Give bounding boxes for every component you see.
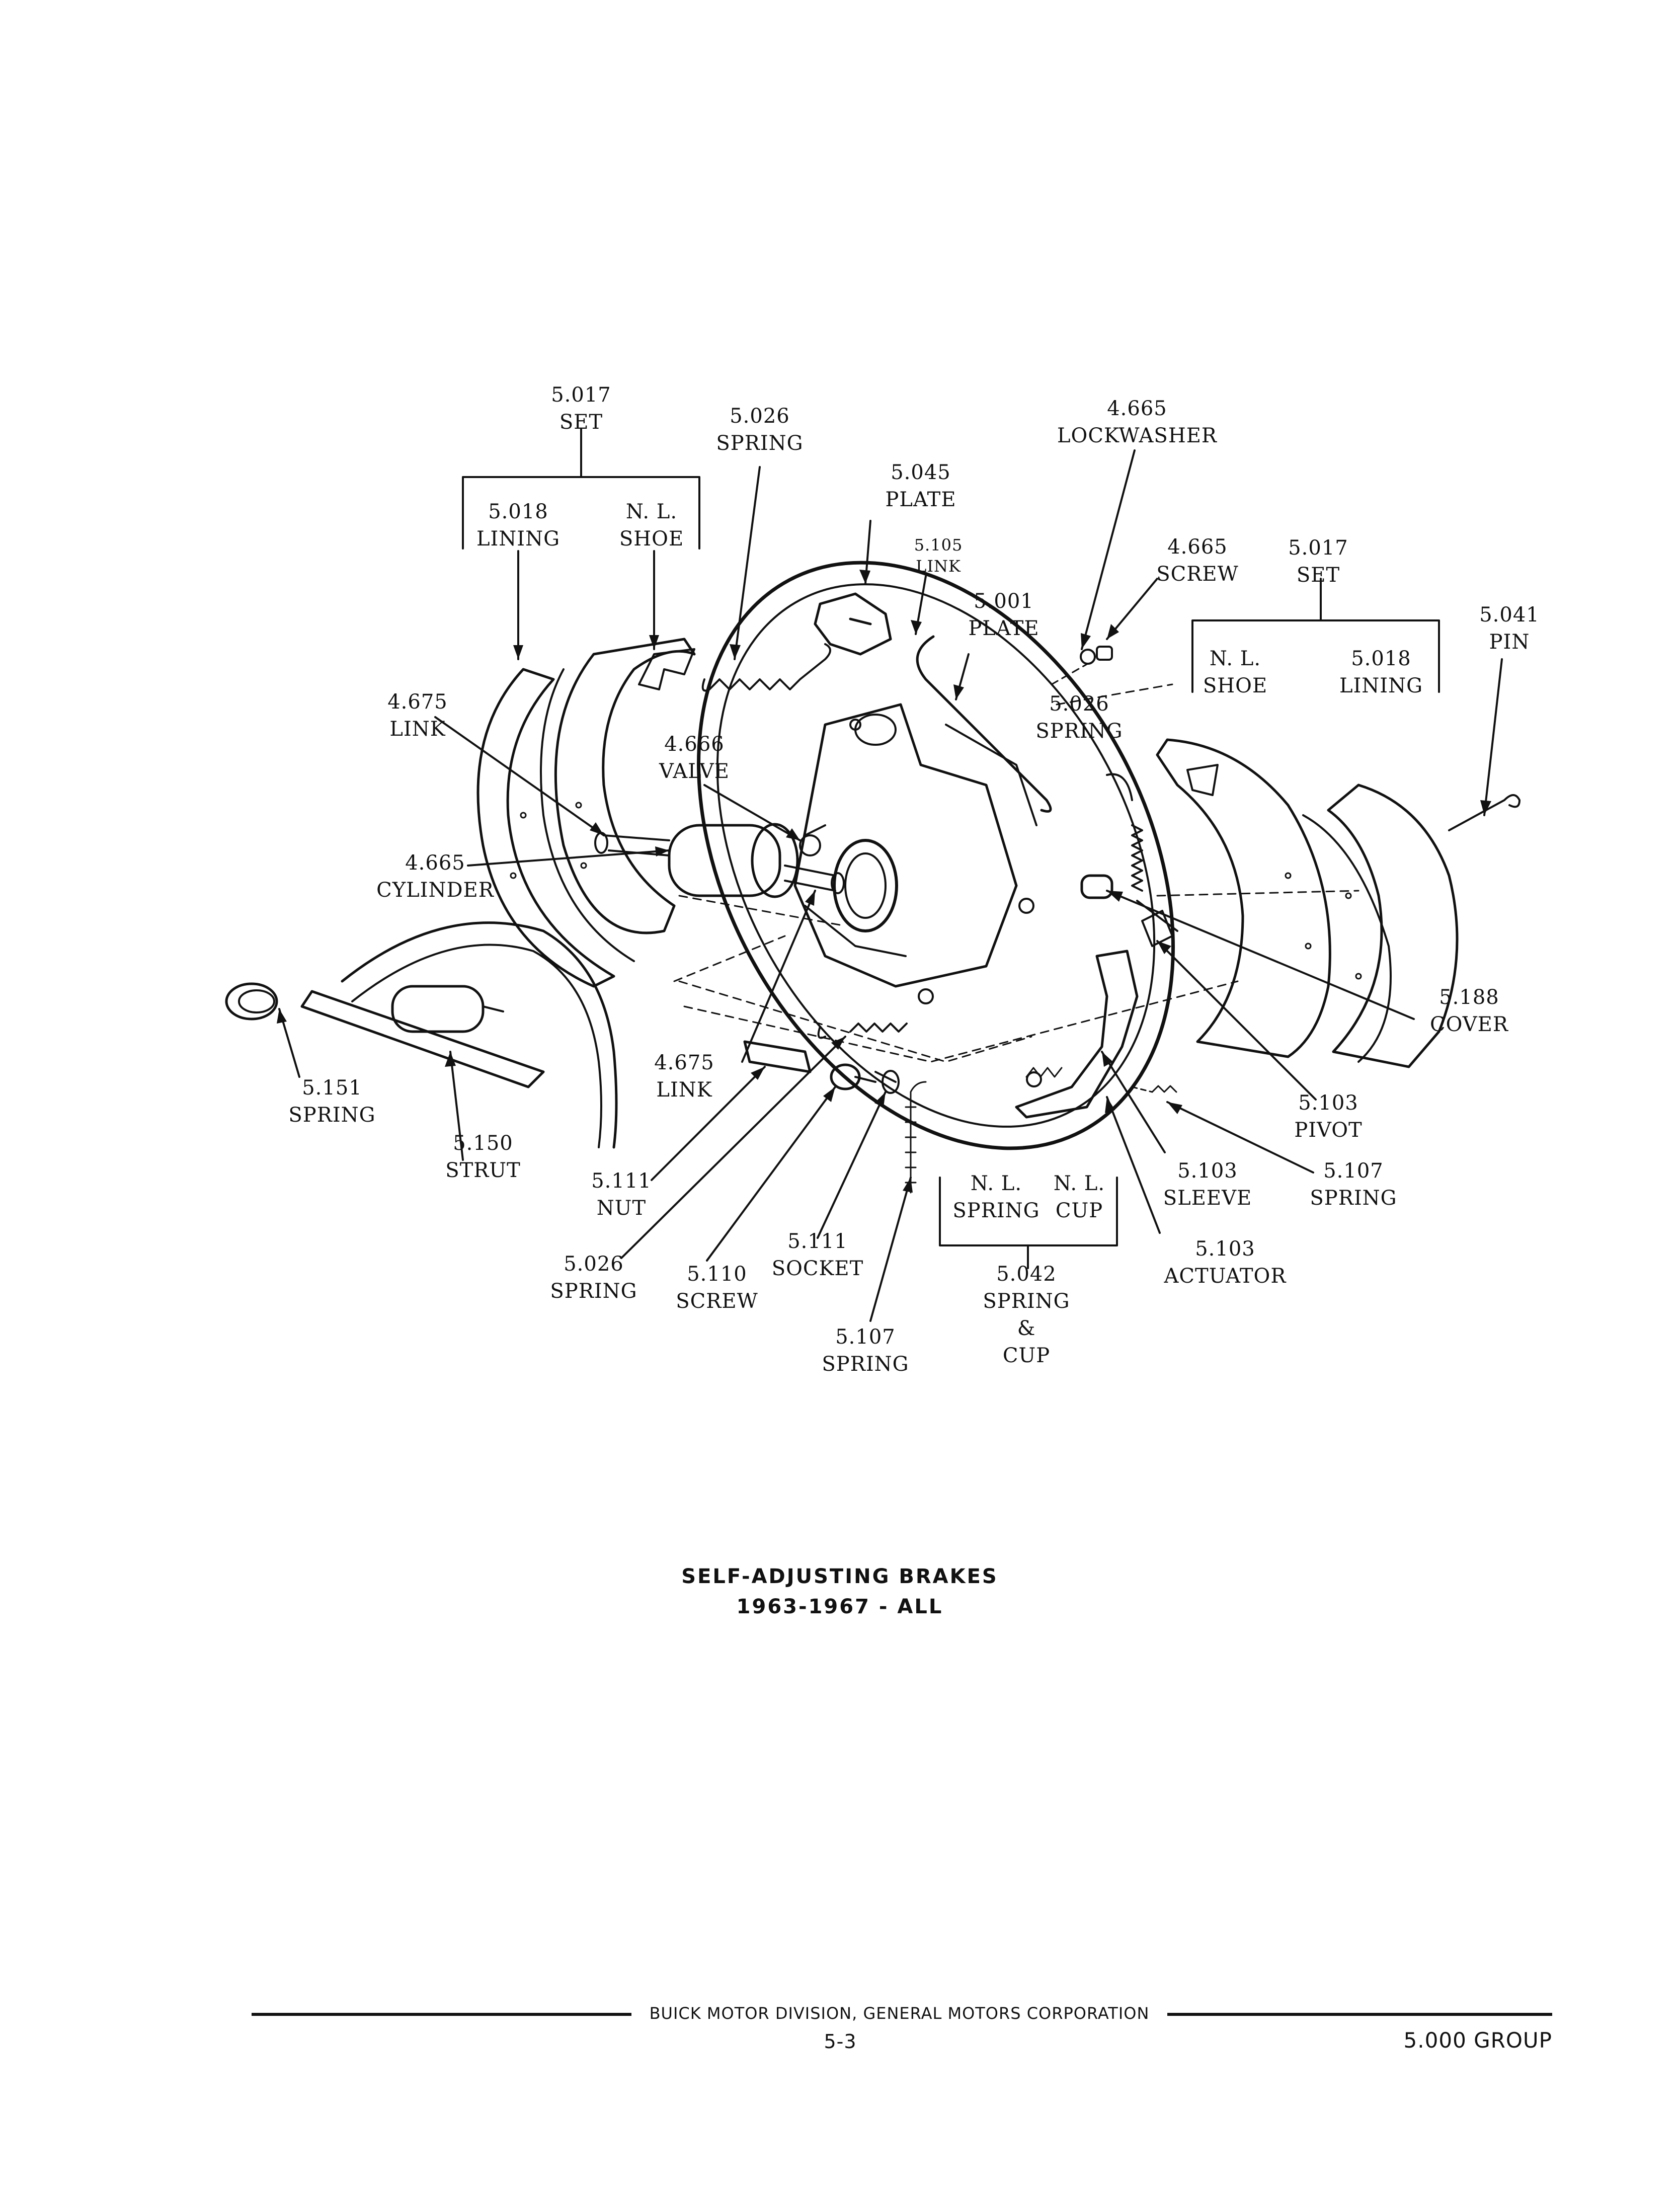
dashed-guide-lines: [673, 683, 1359, 1063]
top-spring-drawing: [701, 643, 831, 692]
footer-rule-right: [1167, 2013, 1552, 2016]
callout-nl-spring: N. L.SPRING: [952, 1172, 1040, 1222]
left-shoe-lining-drawing: [476, 638, 696, 988]
cover-drawing: [1080, 874, 1113, 899]
bracket-left-set: [462, 428, 700, 550]
footer-group: 5.000 GROUP: [1403, 2028, 1552, 2053]
callout-shoe-left: N. L.SHOE: [619, 500, 684, 551]
pin-drawing: [1448, 794, 1521, 831]
actuator-assembly-drawing: [1015, 910, 1177, 1119]
footer-company: BUICK MOTOR DIVISION, GENERAL MOTORS COR…: [649, 2004, 1150, 2023]
link-5105-drawing: [916, 635, 1052, 813]
plate-5045-drawing: [814, 592, 892, 656]
bracket-spring-cup: [939, 1177, 1118, 1269]
callout-shoe-right: N. L.SHOE: [1203, 647, 1268, 697]
diagram-title: SELF-ADJUSTING BRAKES: [681, 1565, 998, 1588]
footer-rule-left: [252, 2013, 631, 2016]
right-shoe-lining-drawing: [1156, 738, 1459, 1068]
leader-arrowheads: [277, 570, 1491, 1193]
diagram-subtitle: 1963-1967 - ALL: [736, 1595, 943, 1618]
leader-lines: [278, 449, 1503, 1322]
footer-page-number: 5-3: [824, 2030, 857, 2053]
bracket-right-set: [1191, 578, 1440, 693]
backing-plate-drawing: [697, 561, 1175, 1150]
callout-nl-cup: N. L.CUP: [1053, 1172, 1105, 1222]
screw-lockwasher-drawing: [1051, 646, 1113, 685]
